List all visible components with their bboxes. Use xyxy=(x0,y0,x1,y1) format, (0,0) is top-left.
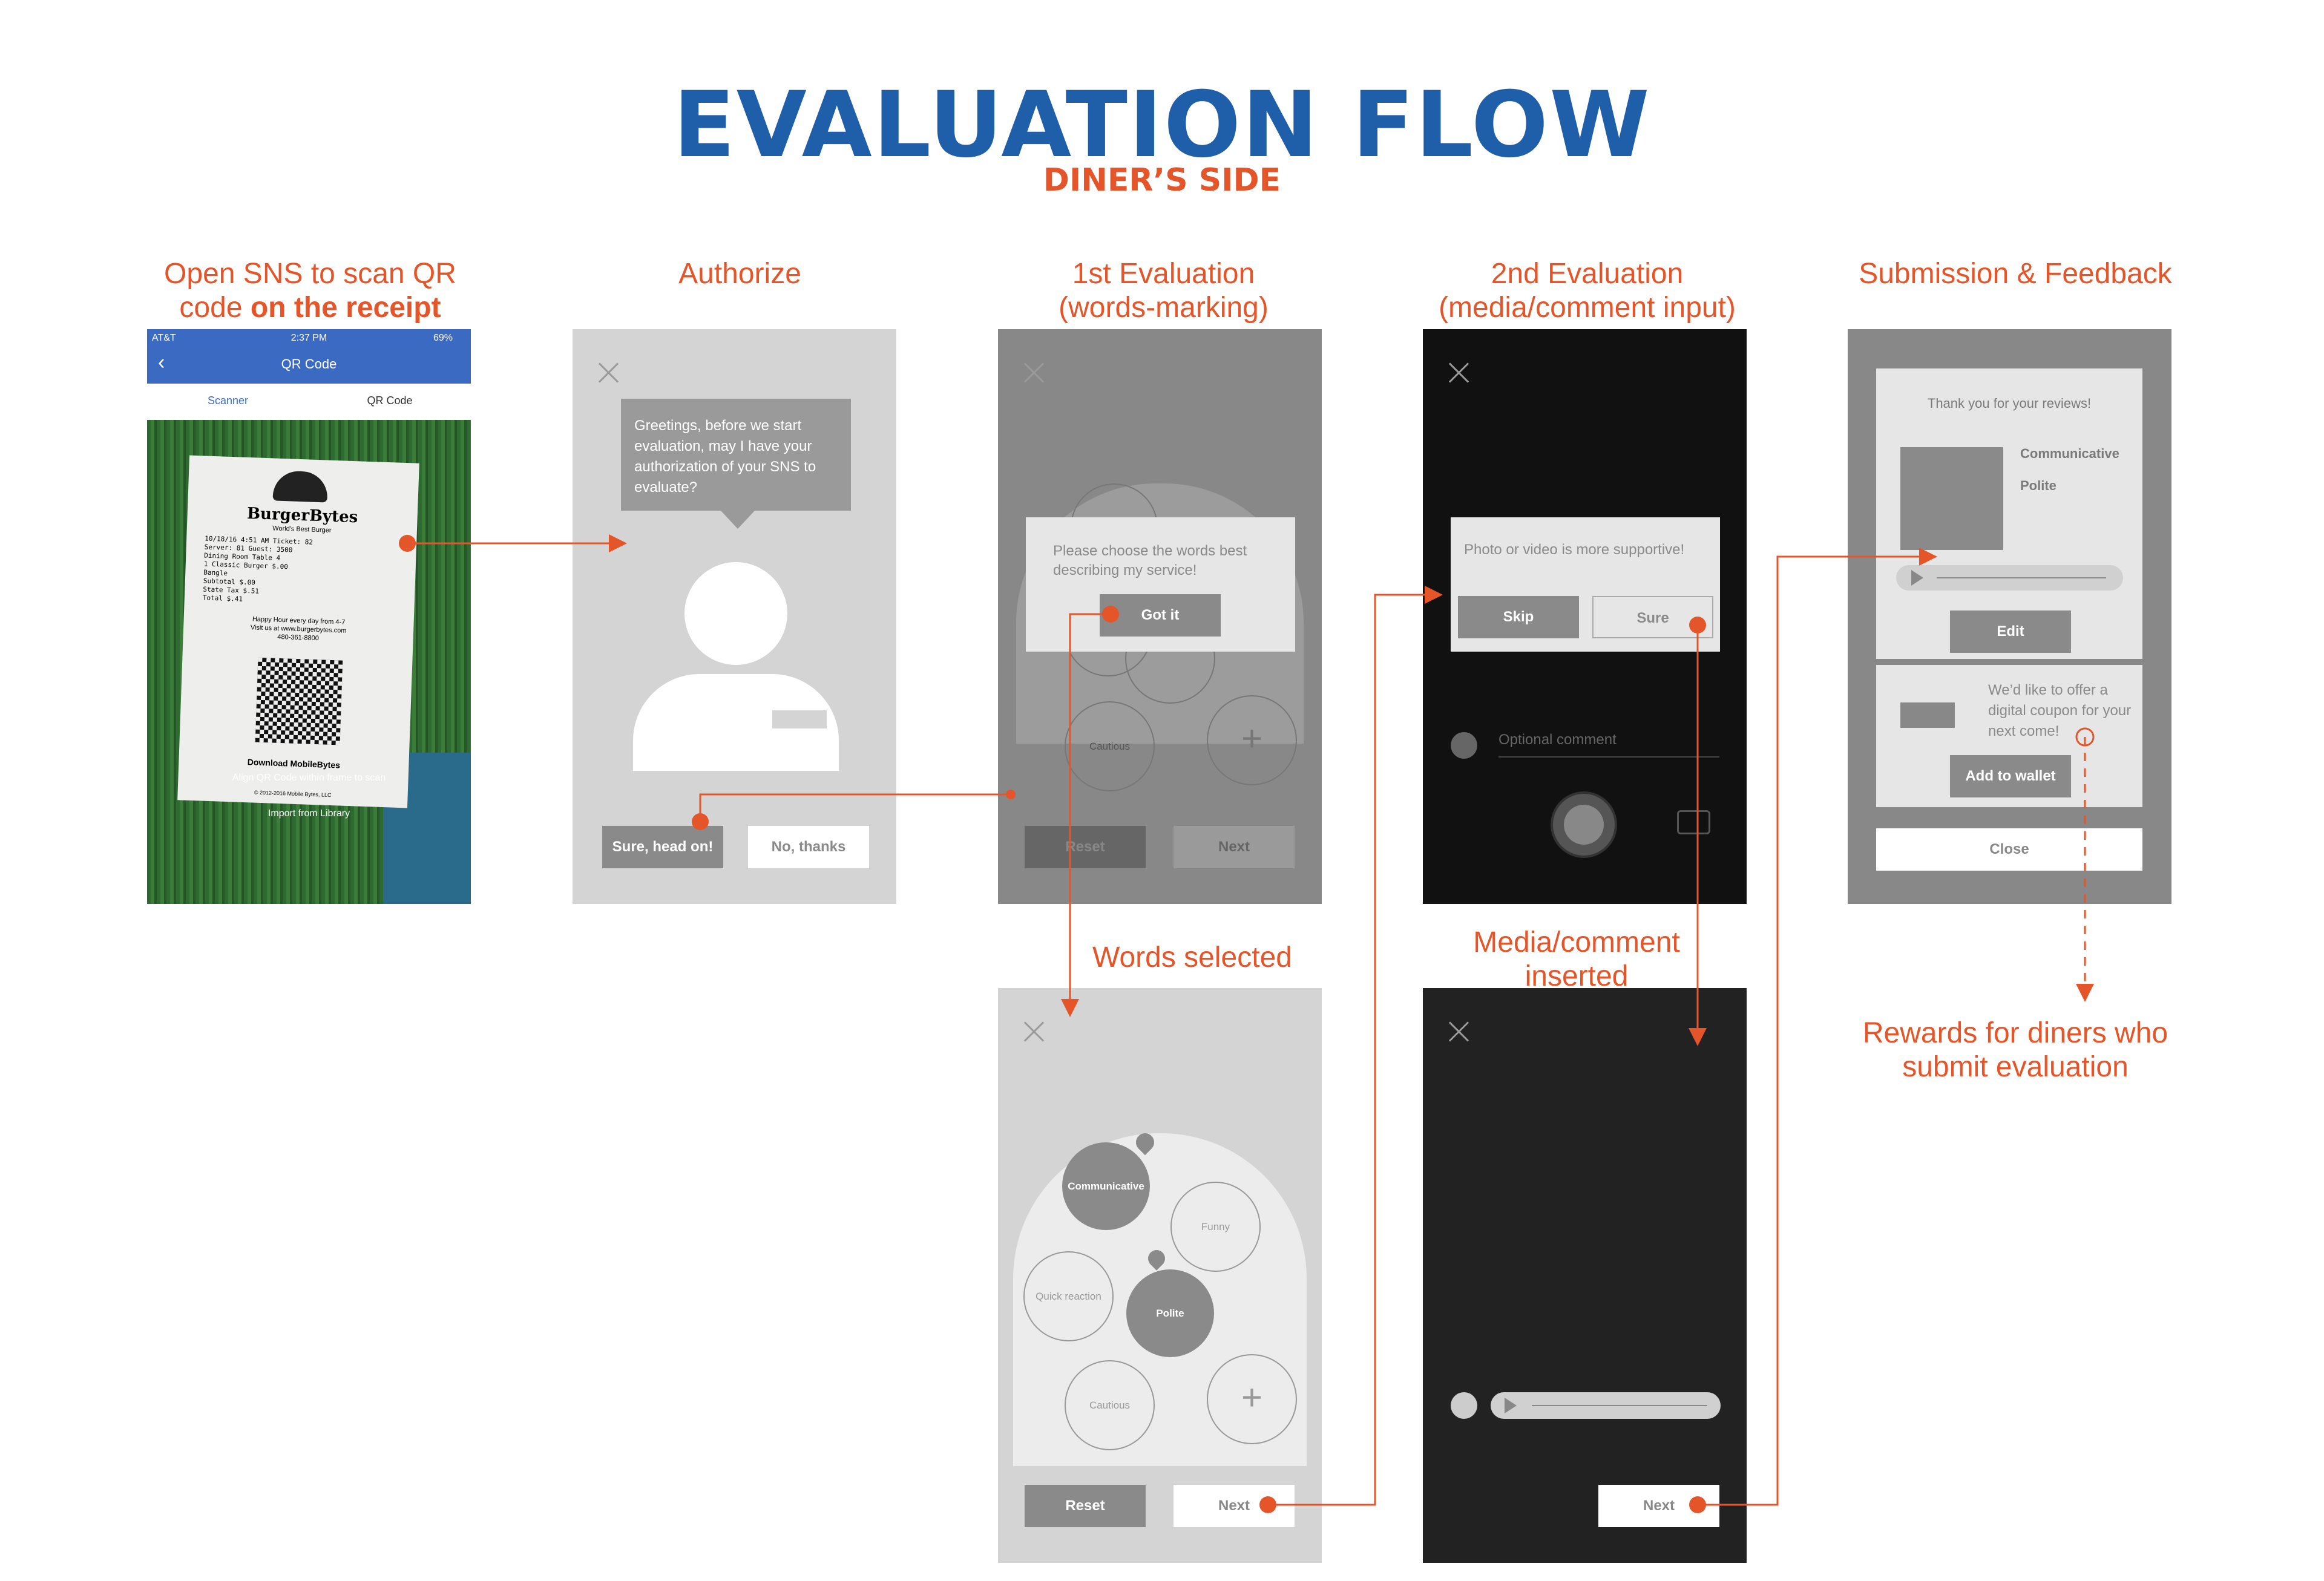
flow-dot xyxy=(1006,790,1016,799)
flow-dot xyxy=(1102,606,1119,623)
arrow-media-to-submission xyxy=(1698,557,1934,1505)
flow-dot xyxy=(1259,1496,1276,1513)
arrow-words-to-eval2 xyxy=(1268,595,1439,1505)
flow-dot xyxy=(1689,1496,1706,1513)
flow-dot xyxy=(692,813,709,830)
flow-dot xyxy=(399,535,416,552)
arrow-authorize-to-eval1 xyxy=(700,794,1011,822)
flow-dot xyxy=(1689,617,1706,633)
arrow-gotit-to-words xyxy=(1070,614,1111,1013)
